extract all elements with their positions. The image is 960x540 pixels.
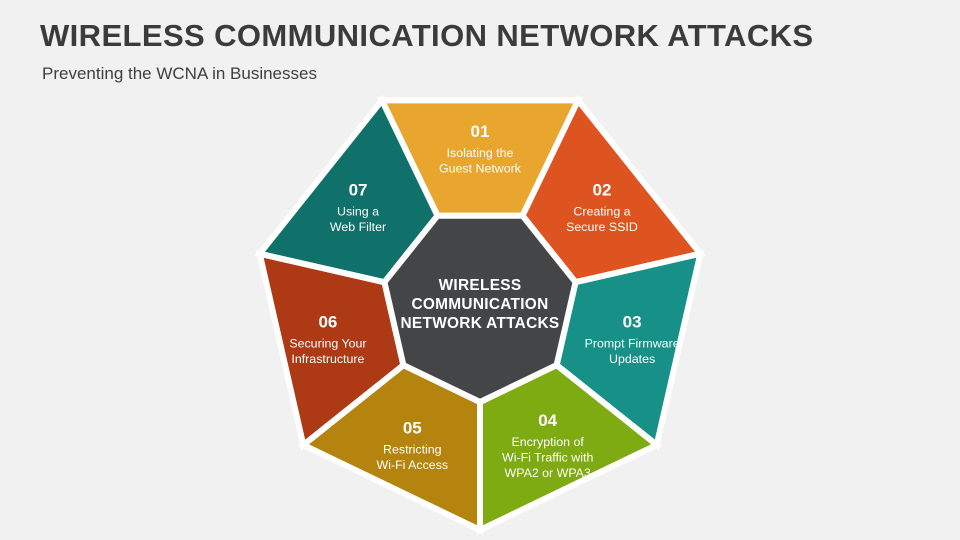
segment-number-02: 02 — [593, 181, 612, 200]
segment-label-07: Using a — [337, 205, 379, 219]
segment-label-07: Web Filter — [330, 220, 386, 234]
segment-label-04: Wi-Fi Traffic with — [502, 450, 593, 464]
segment-label-04: Encryption of — [512, 435, 585, 449]
segment-label-01: Isolating the — [447, 146, 514, 160]
segment-number-01: 01 — [471, 122, 490, 141]
segment-number-04: 04 — [538, 411, 557, 430]
page-title: WIRELESS COMMUNICATION NETWORK ATTACKS — [40, 18, 814, 53]
segment-label-03: Updates — [609, 352, 655, 366]
segment-number-03: 03 — [623, 313, 642, 332]
segment-label-02: Creating a — [573, 205, 630, 219]
center-heptagon[interactable] — [381, 212, 579, 406]
segment-label-06: Securing Your — [289, 337, 366, 351]
segment-label-05: Restricting — [383, 443, 442, 457]
segment-number-06: 06 — [318, 313, 337, 332]
segment-number-05: 05 — [403, 419, 422, 438]
segment-label-04: WPA2 or WPA3 — [505, 466, 591, 480]
segment-label-05: Wi-Fi Access — [377, 458, 449, 472]
page-subtitle: Preventing the WCNA in Businesses — [42, 63, 317, 83]
center-hub: WIRELESS COMMUNICATION NETWORK ATTACKS — [381, 212, 579, 406]
center-label-line: NETWORK ATTACKS — [401, 315, 560, 332]
segment-number-07: 07 — [349, 181, 368, 200]
segment-label-01: Guest Network — [439, 162, 522, 176]
center-label-line: WIRELESS — [439, 277, 522, 294]
segment-label-02: Secure SSID — [566, 220, 638, 234]
slide-header: WIRELESS COMMUNICATION NETWORK ATTACKS P… — [40, 18, 920, 84]
segment-label-03: Prompt Firmware — [585, 337, 680, 351]
center-label-line: COMMUNICATION — [412, 296, 549, 313]
segment-label-06: Infrastructure — [291, 352, 364, 366]
